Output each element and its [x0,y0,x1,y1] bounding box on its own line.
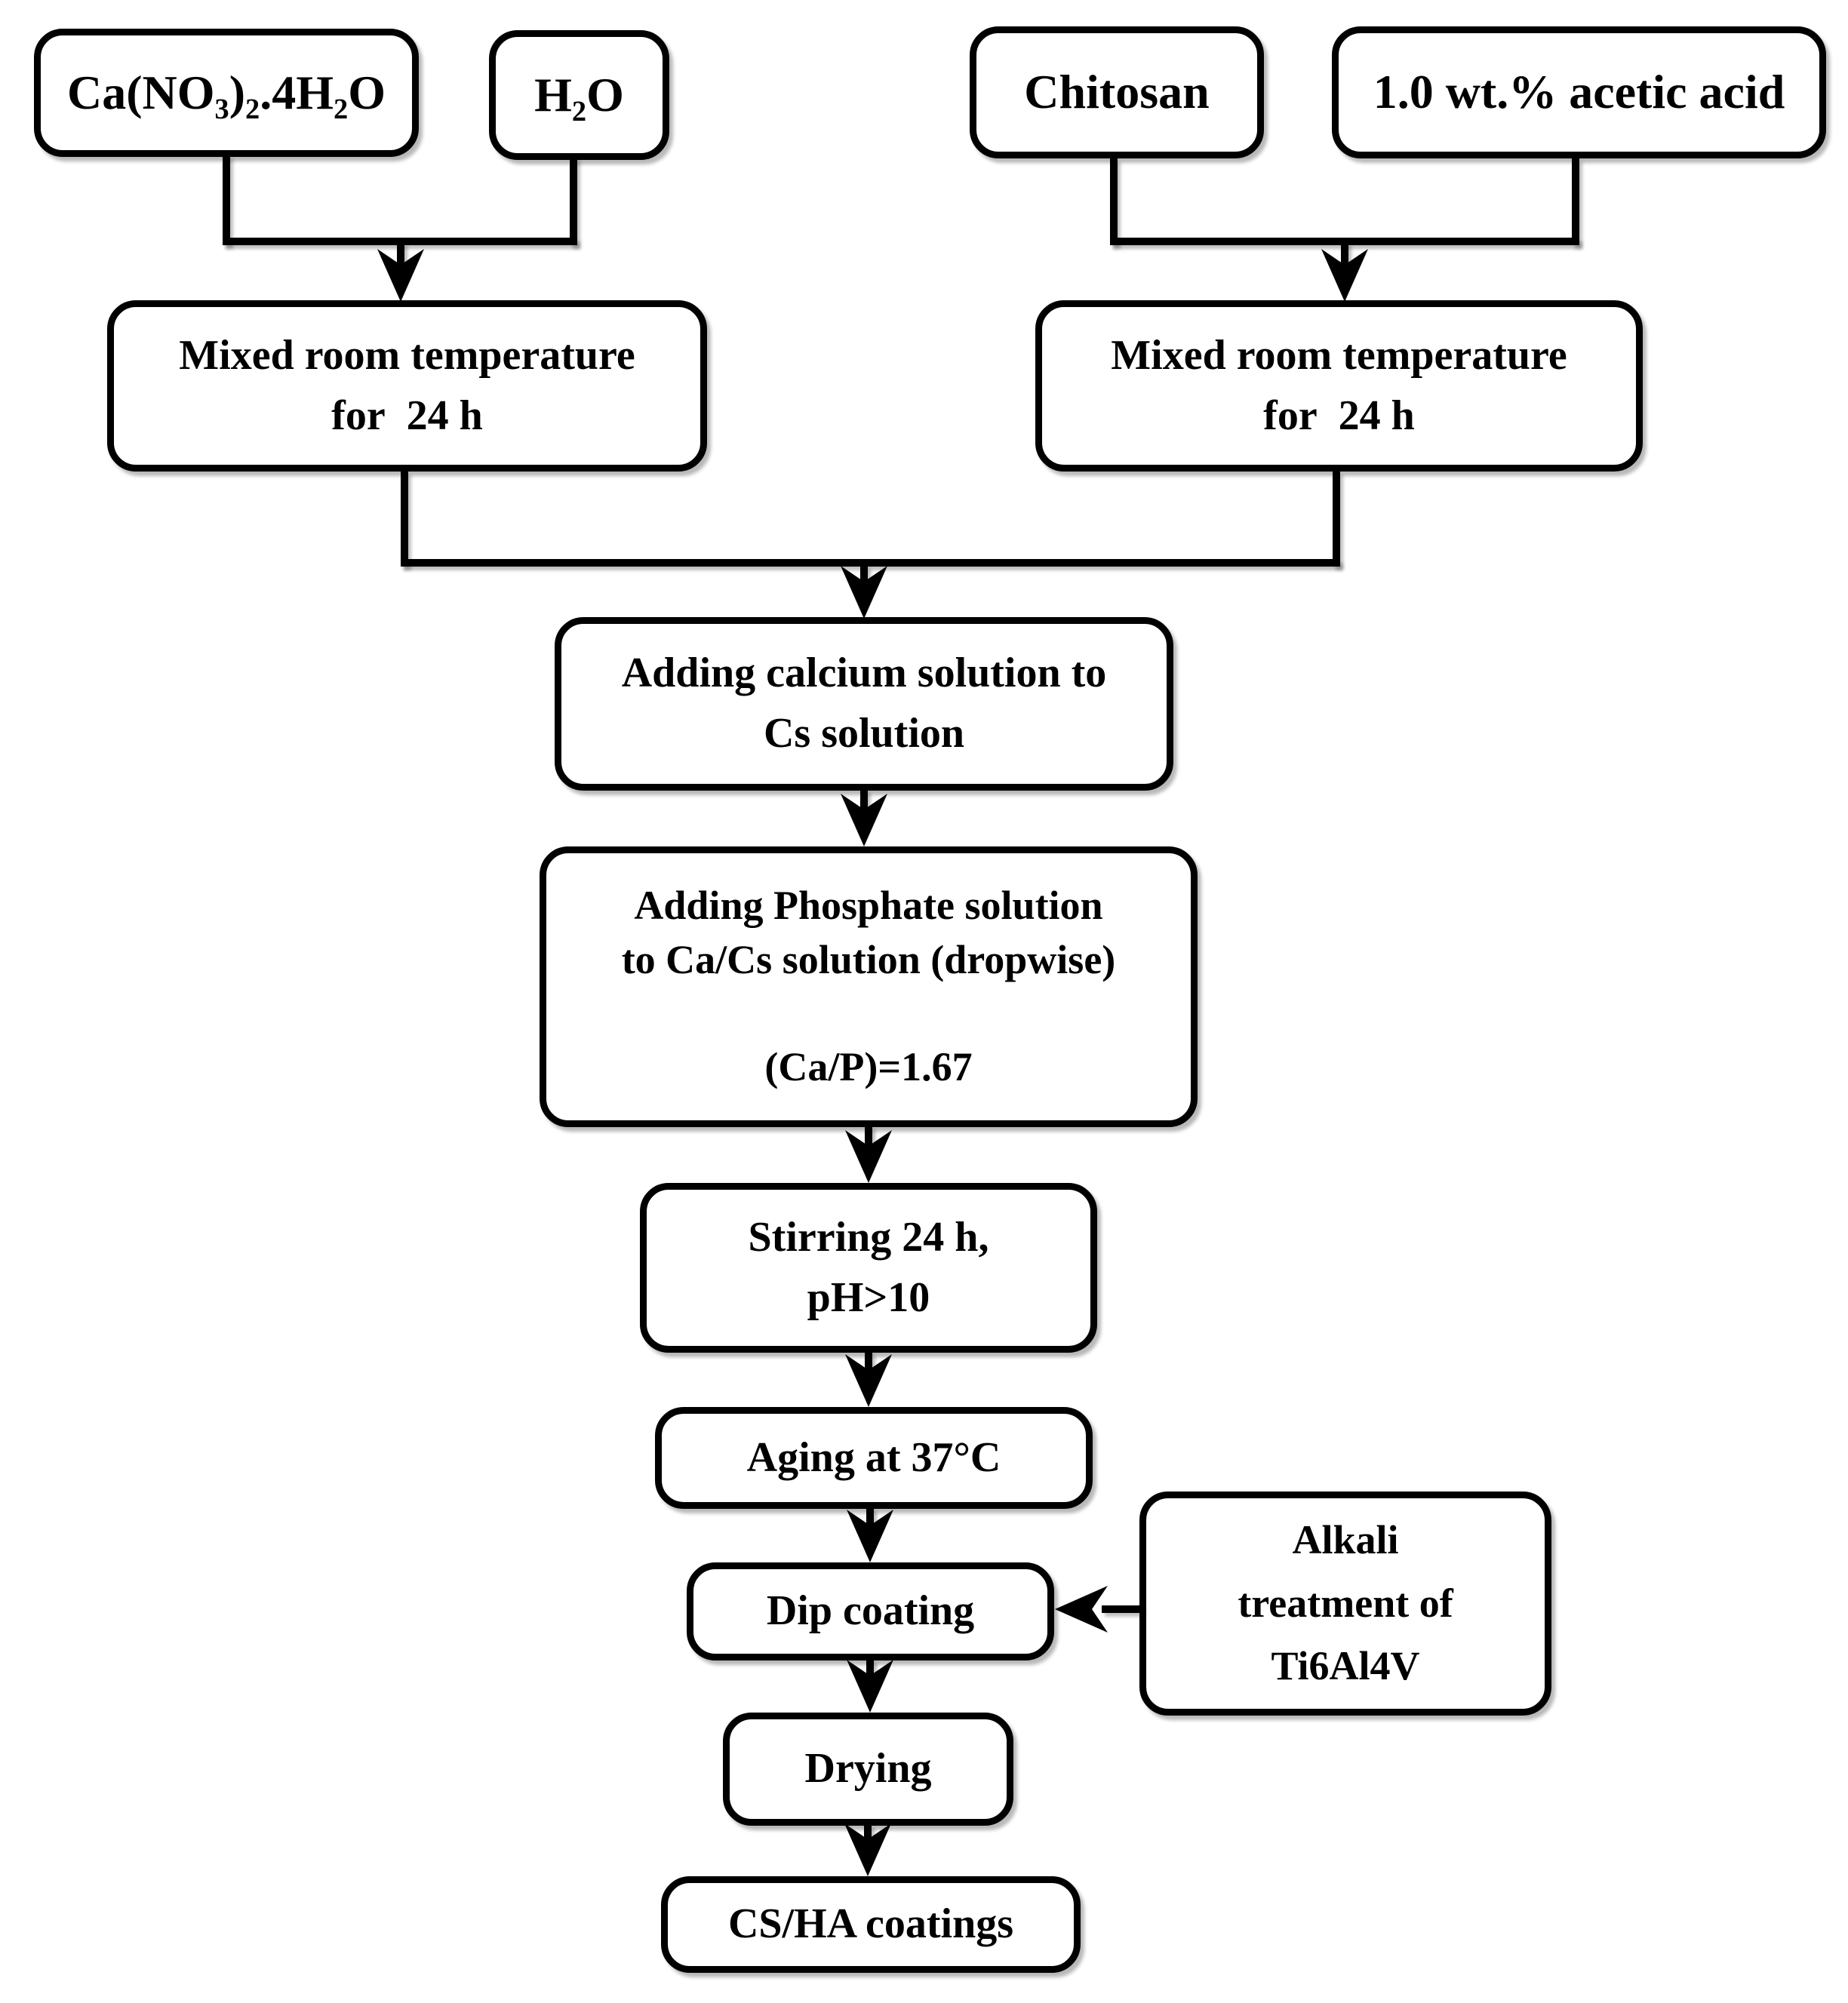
connector-aging-dip-shaft [866,1507,874,1531]
node-chitosan: Chitosan [970,26,1264,158]
node-aging: Aging at 37°C [655,1407,1093,1509]
connector-addingca-addingp-shaft [860,789,868,816]
connector-mixed-join [401,559,1340,567]
connector-drying-csha-shaft [864,1824,872,1845]
node-water: H₂O [489,30,669,160]
connector-left-merge-shaft [397,242,404,269]
node-alkali-treatment: Alkali treatment of Ti6Al4V [1139,1491,1551,1716]
node-adding-phosphate-solution: Adding Phosphate solution to Ca/Cs solut… [540,846,1198,1127]
connector-stirring-aging-shaft [865,1351,872,1375]
node-drying-label: Drying [804,1745,932,1793]
node-mixed-room-temperature-right: Mixed room temperature for 24 h [1035,300,1643,472]
connector-chitosan-down [1110,158,1118,245]
node-cs-ha-coatings: CS/HA coatings [661,1876,1081,1973]
arrowhead-left-icon [1055,1586,1108,1633]
node-alkali-treatment-label: Alkali treatment of Ti6Al4V [1238,1516,1453,1689]
connector-dip-drying-shaft [866,1659,874,1681]
node-adding-phosphate-label: Adding Phosphate solution to Ca/Cs solut… [621,883,1116,1090]
node-mixed-room-temperature-left: Mixed room temperature for 24 h [107,300,707,472]
connector-addingp-stirring-shaft [865,1126,872,1153]
node-adding-calcium-solution: Adding calcium solution to Cs solution [555,617,1173,791]
connector-alkali-dip-shaft [1102,1605,1142,1613]
node-water-label: H₂O [534,67,624,121]
node-dip-coating-label: Dip coating [766,1587,975,1635]
connector-mixed-merge-shaft [860,565,868,586]
node-ca-nitrate: Ca(NO₃)₂.4H₂O [34,29,419,157]
node-mixed-right-label: Mixed room temperature for 24 h [1111,331,1567,439]
connector-mixed-left-down [401,472,408,567]
connector-left-pair-join [223,238,577,245]
node-acetic-acid-label: 1.0 wt.% acetic acid [1373,65,1785,119]
node-stirring-label: Stirring 24 h, pH>10 [748,1213,989,1321]
connector-water-down [570,157,577,245]
node-drying: Drying [723,1713,1013,1826]
node-mixed-left-label: Mixed room temperature for 24 h [179,331,635,439]
node-stirring: Stirring 24 h, pH>10 [640,1183,1097,1353]
connector-acetic-down [1572,158,1579,245]
node-cs-ha-coatings-label: CS/HA coatings [727,1900,1014,1948]
node-dip-coating: Dip coating [687,1562,1054,1660]
connector-mixed-right-down [1333,472,1340,567]
node-ca-nitrate-label: Ca(NO₃)₂.4H₂O [67,65,386,119]
node-adding-calcium-label: Adding calcium solution to Cs solution [621,650,1107,757]
node-chitosan-label: Chitosan [1024,65,1210,119]
connector-ca-nitrate-down [223,155,230,245]
connector-right-pair-join [1110,238,1579,245]
node-acetic-acid: 1.0 wt.% acetic acid [1332,26,1826,158]
node-aging-label: Aging at 37°C [746,1433,1001,1481]
connector-right-merge-shaft [1341,242,1348,269]
